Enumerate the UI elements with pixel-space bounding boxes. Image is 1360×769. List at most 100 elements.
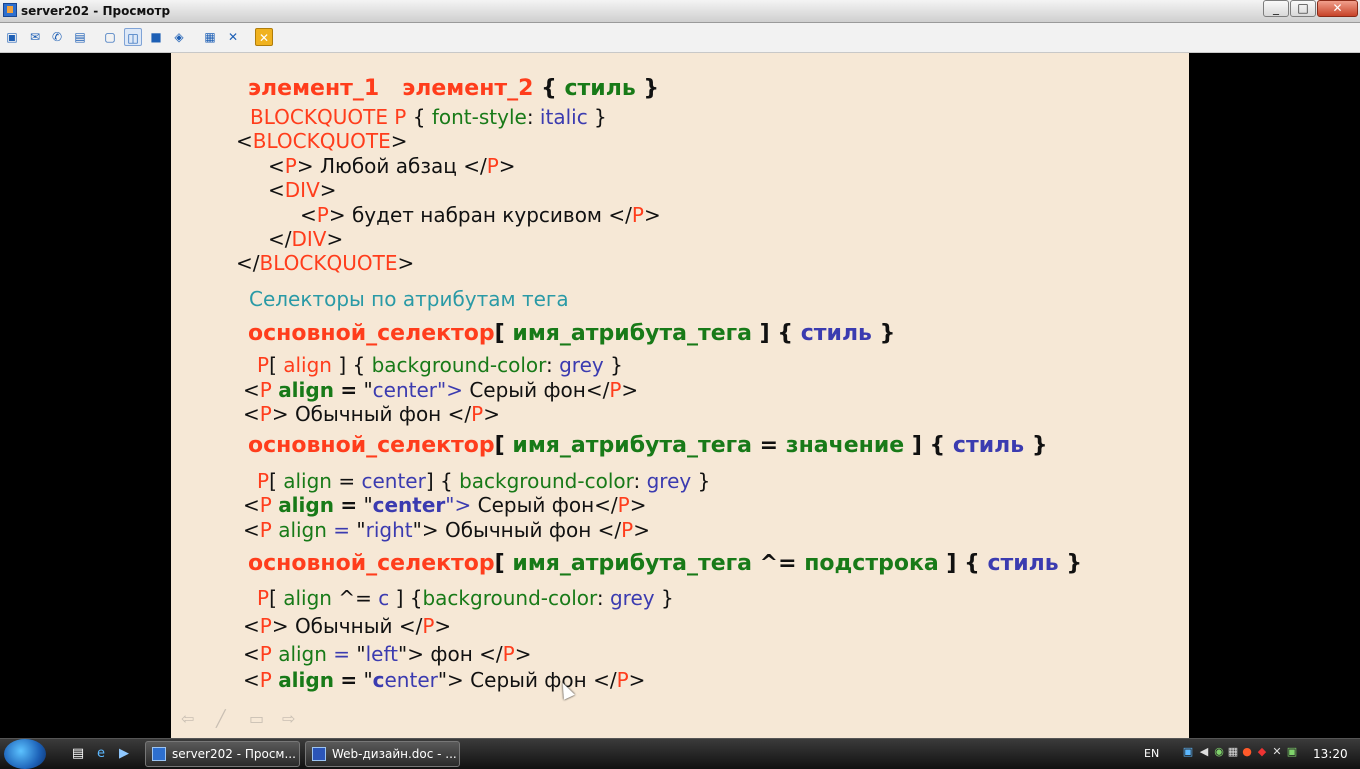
clock[interactable]: 13:20	[1313, 747, 1348, 761]
code-token: background-color	[459, 469, 634, 493]
connection-icon[interactable]: ▦	[1227, 745, 1239, 758]
slide-line: <P> Обычный фон </P>	[243, 402, 500, 426]
code-token: <	[243, 642, 260, 666]
code-token: "	[363, 668, 373, 692]
internet-explorer-icon[interactable]: e	[97, 746, 105, 761]
tray-tool-icon[interactable]: ✕	[1272, 745, 1282, 758]
code-token: <	[268, 154, 285, 178]
code-token: align	[283, 586, 332, 610]
code-token: >	[434, 614, 452, 638]
code-token: ] {	[338, 353, 366, 377]
code-token: >	[483, 402, 500, 426]
code-token: [	[494, 321, 505, 346]
code-token: "	[363, 493, 373, 517]
slide-line: основной_селектор[ имя_атрибута_тега ^= …	[248, 551, 1082, 576]
show-desktop-icon[interactable]: ▤	[71, 746, 85, 761]
code-token: основной_селектор	[248, 551, 495, 576]
code-token: align	[283, 353, 332, 377]
code-token: >	[621, 378, 639, 402]
code-token: >	[633, 518, 650, 542]
taskbar: ▤ e ▶ server202 - Просм... Web-дизайн.do…	[0, 738, 1360, 769]
code-token: P	[259, 518, 272, 542]
code-token: DIV	[284, 178, 320, 202]
start-button[interactable]	[4, 739, 46, 769]
code-token: P	[609, 378, 622, 402]
code-token: =	[759, 433, 779, 458]
code-token: [	[494, 551, 505, 576]
code-token: }	[697, 469, 711, 493]
call-icon[interactable]: ✆	[51, 30, 63, 44]
tools-icon[interactable]: ✕	[227, 30, 239, 44]
code-token: >	[628, 668, 646, 692]
code-token: > Любой абзац </	[296, 154, 487, 178]
send-icon[interactable]: ✉	[29, 30, 41, 44]
code-token: P	[257, 586, 270, 610]
slide-line: основной_селектор[ имя_атрибута_тега = з…	[248, 433, 1047, 458]
security-icon[interactable]: ◉	[1214, 745, 1224, 758]
taskbar-item-word-doc[interactable]: Web-дизайн.doc - ...	[305, 741, 460, 767]
close-button[interactable]: ✕	[1317, 0, 1358, 17]
code-token: P	[259, 668, 272, 692]
code-token: <	[243, 614, 260, 638]
code-token: "	[363, 378, 373, 402]
code-token: >	[629, 493, 647, 517]
slide-line: <P align = "center"> Серый фон </P>	[243, 668, 645, 692]
maximize-button[interactable]: □	[1290, 0, 1316, 17]
fullscreen-icon[interactable]: ■	[150, 30, 162, 44]
antivirus-icon[interactable]: ●	[1242, 745, 1252, 758]
code-token: "	[356, 642, 366, 666]
code-token: align	[278, 642, 327, 666]
language-indicator[interactable]: EN	[1144, 747, 1160, 760]
slide-line: </BLOCKQUOTE>	[236, 251, 414, 275]
code-token: >	[397, 251, 415, 275]
code-token: подстрока	[804, 551, 939, 576]
code-token: ] {	[911, 433, 946, 458]
code-token: Серый фон</	[471, 493, 618, 517]
minimize-button[interactable]: _	[1263, 0, 1289, 17]
code-token: ">	[398, 642, 424, 666]
network-icon[interactable]: ▣	[1182, 745, 1194, 758]
code-token: ">	[437, 378, 463, 402]
pen-icon[interactable]: ╱	[216, 709, 226, 728]
code-token: > будет набран курсивом </	[328, 203, 632, 227]
update-icon[interactable]: ▣	[1286, 745, 1298, 758]
taskbar-item-server202[interactable]: server202 - Просм...	[145, 741, 300, 767]
media-player-icon[interactable]: ▶	[119, 746, 129, 761]
code-token: ">	[412, 518, 439, 542]
prev-slide-icon[interactable]: ⇦	[181, 709, 195, 728]
code-token: <	[300, 203, 317, 227]
code-token: align	[278, 493, 334, 517]
scale-icon[interactable]: ◈	[174, 30, 184, 44]
close-session-icon[interactable]: ✕	[255, 28, 273, 46]
code-token: ">	[445, 493, 472, 517]
code-token: P	[316, 203, 329, 227]
code-token: align	[283, 469, 332, 493]
chat-icon[interactable]: ▤	[74, 30, 86, 44]
code-token: стиль	[564, 76, 636, 101]
code-token: :	[526, 105, 534, 129]
volume-icon[interactable]: ◀	[1199, 745, 1209, 758]
code-token: }	[1066, 551, 1083, 576]
window-titlebar[interactable]: server202 - Просмотр _ □ ✕	[0, 0, 1360, 23]
code-token: P	[259, 378, 272, 402]
code-token: P	[631, 203, 644, 227]
fit-screen-icon[interactable]: ◫	[124, 28, 142, 46]
slide-line: <P align = "left"> фон </P>	[243, 642, 531, 666]
slide-menu-icon[interactable]: ▭	[249, 709, 265, 728]
view-icon[interactable]: ▣	[6, 30, 18, 44]
code-token: Серый фон </	[463, 668, 617, 692]
code-token: P	[259, 614, 272, 638]
code-token: enter	[384, 668, 438, 692]
task-label: server202 - Просм...	[172, 747, 296, 761]
code-token: c	[372, 668, 385, 692]
window-icon[interactable]: ▢	[104, 30, 116, 44]
word-icon	[312, 747, 326, 761]
code-token: [	[269, 586, 277, 610]
window-title: server202 - Просмотр	[21, 4, 171, 18]
next-slide-icon[interactable]: ⇨	[282, 709, 296, 728]
code-token: <	[243, 402, 260, 426]
code-token: grey	[559, 353, 604, 377]
shield-icon[interactable]: ◆	[1257, 745, 1267, 758]
code-token: >	[326, 227, 344, 251]
monitor-icon[interactable]: ▦	[204, 30, 216, 44]
